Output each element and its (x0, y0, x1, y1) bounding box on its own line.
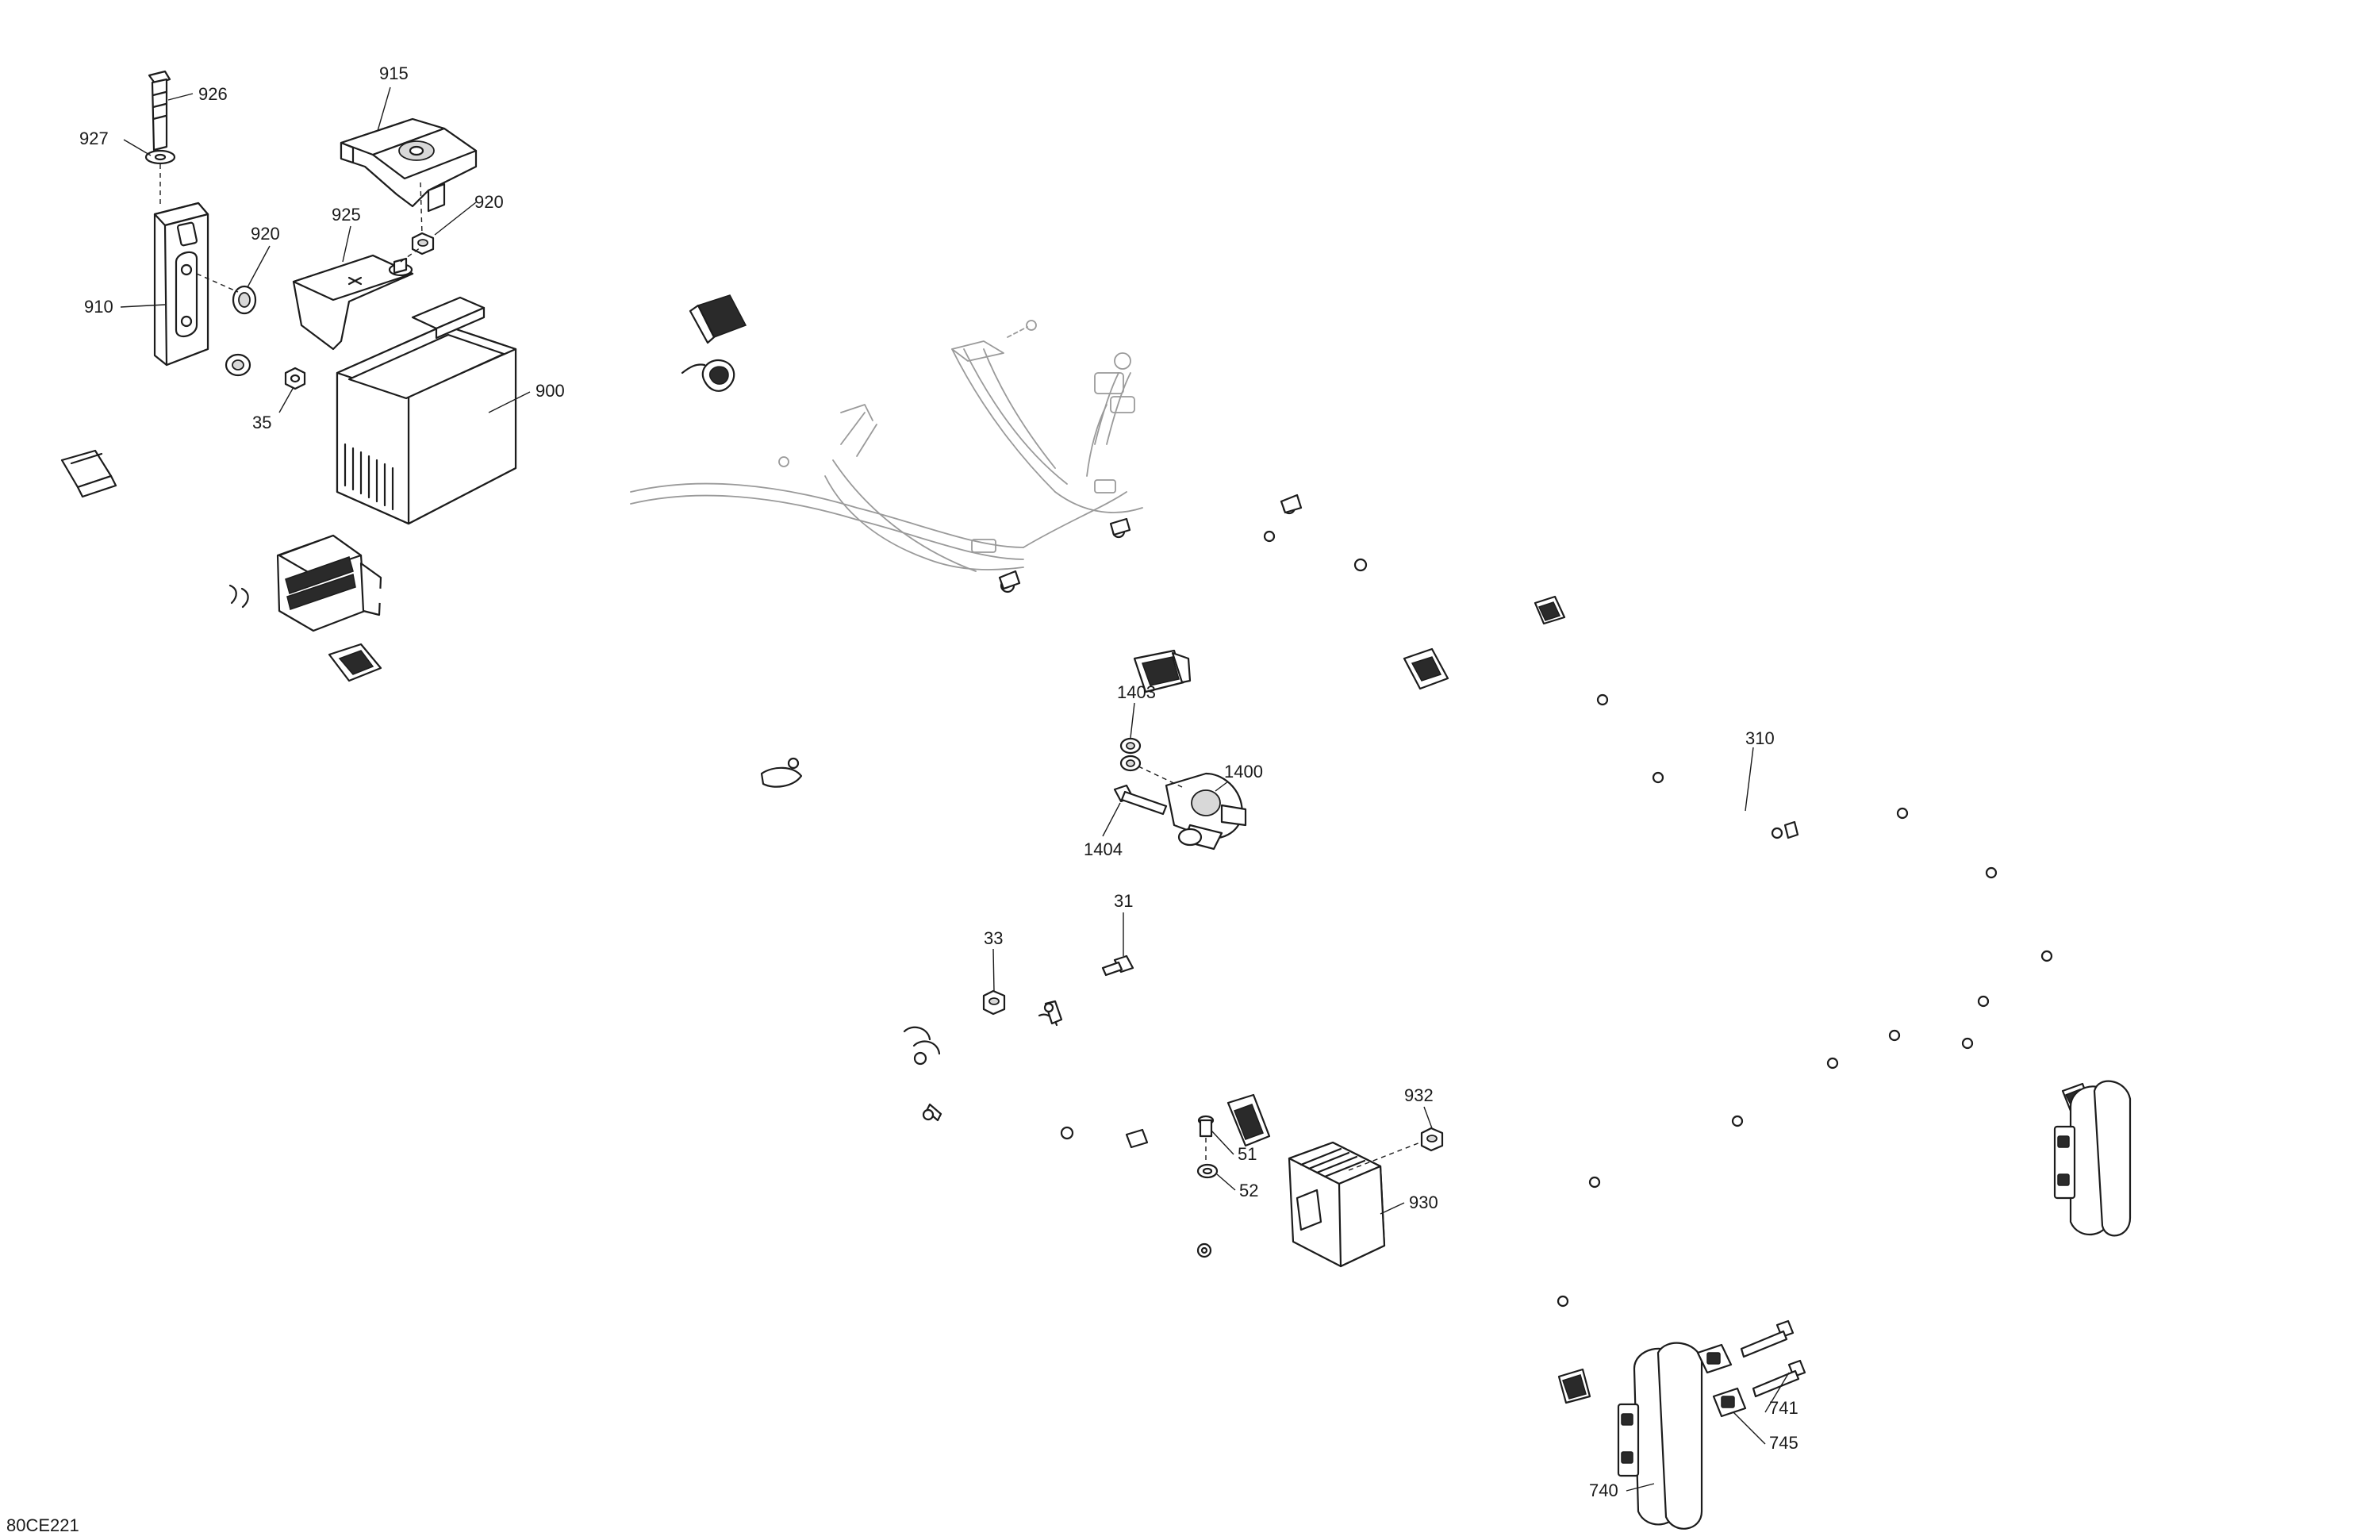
callout-920-left: 920 (251, 224, 280, 244)
nut-1403 (1119, 737, 1142, 755)
battery-900 (336, 296, 517, 525)
callout-741: 741 (1769, 1398, 1798, 1418)
callout-31: 31 (1114, 891, 1133, 911)
nut-932 (1420, 1127, 1444, 1152)
callout-1404: 1404 (1084, 839, 1123, 859)
rear-harness-start-connector (1534, 595, 1566, 625)
callout-927: 927 (79, 129, 109, 148)
grommet-lower (225, 353, 251, 377)
rear-harness-end-connector (1557, 1368, 1591, 1404)
washer-52 (1196, 1163, 1219, 1179)
callout-930: 930 (1409, 1192, 1438, 1212)
washer-1403b (1119, 755, 1142, 772)
right-branch-connector (1403, 647, 1449, 690)
upper-branch-clamps (998, 493, 1368, 593)
harness-clamp-junction (760, 757, 803, 788)
lug-terminal-top (1043, 1000, 1063, 1025)
leader-lines (120, 86, 1790, 1492)
background-harness (630, 320, 1143, 572)
tail-light-bracket-745 (1696, 1343, 1747, 1418)
bolt-741 (1740, 1319, 1806, 1398)
callout-51: 51 (1238, 1144, 1257, 1164)
callout-926: 926 (198, 84, 228, 104)
nut-33 (982, 989, 1006, 1016)
rear-light-harness (1532, 595, 2092, 1404)
battery-bracket-910 (153, 202, 209, 367)
bracket-925 (292, 254, 414, 351)
callout-920-right: 920 (474, 192, 504, 212)
tail-light-740 (1617, 1342, 1703, 1530)
main-harness-trunk (0, 294, 1449, 1258)
left-trunk-connector (60, 449, 117, 498)
grommet-920-left (232, 285, 257, 315)
rear-harness-clips (1557, 693, 2053, 1308)
tail-light-upper (2053, 1080, 2132, 1237)
callout-740: 740 (1589, 1480, 1618, 1500)
bolt-926 (148, 70, 171, 152)
sensor-connector (1133, 649, 1192, 693)
sensor-1400 (1165, 772, 1247, 851)
nut-920-right (411, 232, 435, 255)
callout-915: 915 (379, 63, 409, 83)
relay-connector (1226, 1093, 1271, 1147)
bolt-on-925 (388, 257, 413, 277)
callout-900: 900 (536, 381, 565, 401)
callout-932: 932 (1404, 1085, 1434, 1105)
bolt-31 (1101, 954, 1134, 977)
upper-connectors (681, 294, 747, 392)
callout-925: 925 (332, 205, 361, 225)
callout-35: 35 (252, 413, 271, 432)
bolt-1404 (1113, 784, 1168, 816)
callout-745: 745 (1769, 1433, 1798, 1453)
control-module-930 (1288, 1141, 1386, 1268)
ecu-harness-connector (276, 534, 382, 632)
nut-35 (284, 367, 306, 390)
callout-labels: 926 927 915 920 920 925 910 35 900 1403 … (79, 63, 1798, 1500)
module-fins (1299, 1147, 1366, 1178)
callout-910: 910 (84, 297, 113, 317)
callout-1400: 1400 (1224, 762, 1263, 782)
lower-left-connector (328, 643, 382, 682)
battery-side-ribs (344, 443, 394, 511)
bolt-51 (1197, 1115, 1215, 1138)
callout-310: 310 (1745, 728, 1775, 748)
callout-1403: 1403 (1117, 682, 1156, 702)
callout-52: 52 (1239, 1181, 1258, 1200)
callout-33: 33 (984, 928, 1003, 948)
lug-terminal-bottom (1196, 1242, 1212, 1258)
diagram-reference-code: 80CE221 (6, 1515, 79, 1535)
washer-927 (144, 149, 176, 165)
lug-terminal-left (922, 1103, 942, 1122)
hold-down-clamp-915 (340, 117, 478, 213)
